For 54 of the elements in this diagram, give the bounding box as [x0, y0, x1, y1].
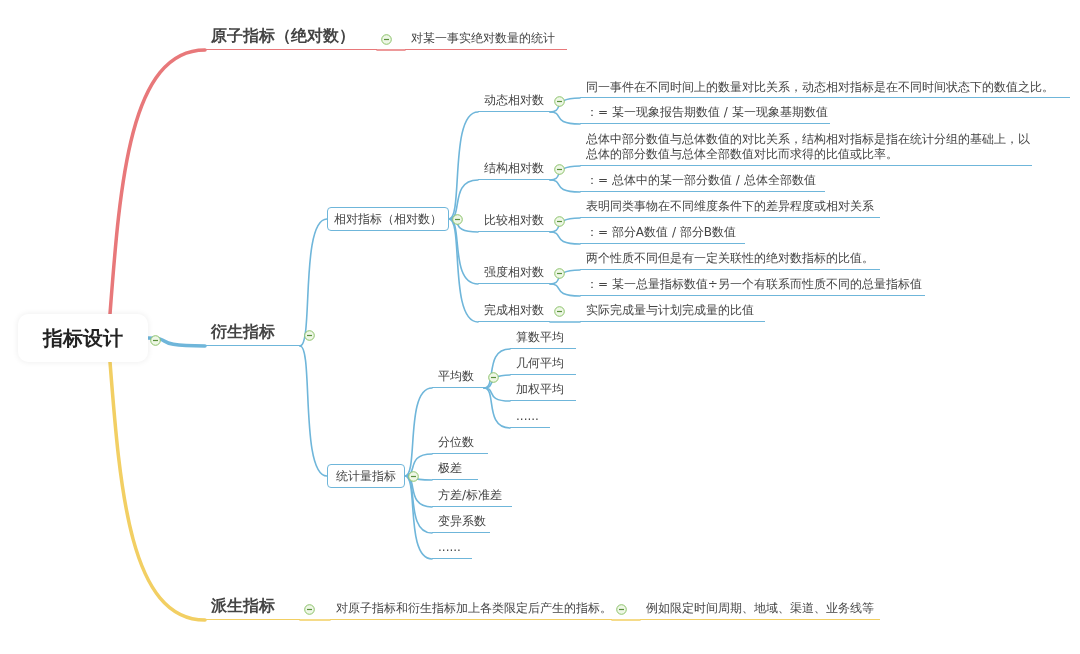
topic-label: ：= 部分A数值 / 部分B数值	[580, 226, 745, 244]
topic-label: 派生指标	[205, 596, 300, 620]
topic-label: 动态相对数	[478, 92, 550, 112]
topic-label: ：= 某一总量指标数值÷另一个有联系而性质不同的总量指标值	[580, 278, 925, 296]
topic-label: 原子指标（绝对数）	[205, 26, 377, 50]
subtopic-box: 相对指标（相对数）	[327, 207, 449, 231]
connector-line	[549, 231, 581, 245]
topic-label: ：= 总体中的某一部分数值 / 总体全部数值	[580, 174, 825, 192]
connector-line	[611, 619, 641, 621]
topic-label: 算数平均	[510, 329, 576, 349]
connector-line	[483, 387, 511, 429]
topic-label: 完成相对数	[478, 302, 550, 322]
topic-label: 加权平均	[510, 381, 576, 401]
topic-label: 表明同类事物在不同维度条件下的差异程度或相对关系	[580, 200, 880, 218]
topic-label: ......	[510, 408, 550, 428]
topic-label: 总体中部分数值与总体数值的对比关系，结构相对指标是指在统计分组的基础上，以总体的部分数值与总体全部数值对比而求得的比值或比率。	[580, 134, 1032, 166]
connector-line	[146, 336, 207, 348]
topic-label: 两个性质不同但是有一定关联性的绝对数指标的比值。	[580, 252, 880, 270]
topic-label: 同一事件在不同时间上的数量对比关系，动态相对指标是在不同时间状态下的数值之比。	[580, 80, 1070, 98]
connector-line	[448, 111, 479, 220]
topic-label: 例如限定时间周期、地域、渠道、业务线等	[640, 602, 880, 620]
topic-label: 分位数	[432, 434, 488, 454]
connector-line	[108, 48, 207, 316]
connector-line	[299, 218, 328, 347]
topic-label: 极差	[432, 460, 478, 480]
connector-line	[549, 111, 581, 125]
topic-label: ：= 某一现象报告期数值 / 某一现象基期数值	[580, 106, 830, 124]
connector-line	[549, 321, 581, 323]
connector-line	[448, 179, 479, 220]
topic-label: 平均数	[432, 368, 484, 388]
topic-label: 变异系数	[432, 513, 490, 533]
connector-line	[376, 49, 406, 51]
connector-line	[404, 387, 433, 477]
topic-label: 衍生指标	[205, 322, 300, 346]
connector-line	[299, 619, 331, 621]
topic-label: 几何平均	[510, 355, 576, 375]
central-topic: 指标设计	[18, 314, 148, 362]
connector-line	[404, 475, 433, 560]
topic-label: 比较相对数	[478, 212, 550, 232]
topic-label: 实际完成量与计划完成量的比值	[580, 304, 765, 322]
subtopic-box: 统计量指标	[327, 464, 405, 488]
connector-line	[448, 218, 479, 323]
topic-label: 结构相对数	[478, 160, 550, 180]
topic-label: 对原子指标和衍生指标加上各类限定后产生的指标。	[330, 602, 612, 620]
topic-label: 强度相对数	[478, 264, 550, 284]
connector-line	[483, 348, 511, 389]
topic-label: ......	[432, 539, 472, 559]
topic-label: 方差/标准差	[432, 487, 512, 507]
connector-line	[299, 345, 328, 477]
connector-line	[108, 360, 207, 622]
connector-line	[549, 179, 581, 193]
connector-line	[483, 387, 511, 402]
connector-line	[549, 283, 581, 297]
topic-label: 对某一事实绝对数量的统计	[405, 32, 567, 50]
